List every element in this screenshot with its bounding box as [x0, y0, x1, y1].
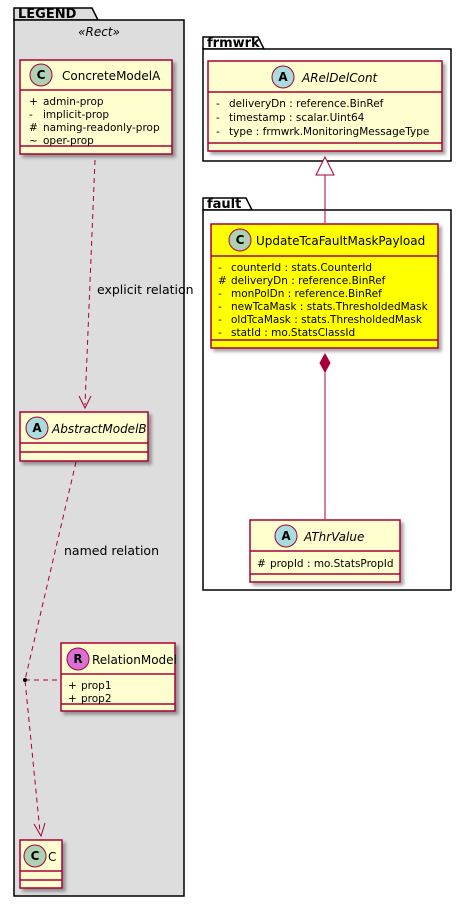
attr-vis: - — [218, 327, 222, 339]
class-relation-model: R RelationModel + prop1 + prop2 — [60, 642, 177, 712]
package-frmwrk-name: frmwrk — [207, 36, 260, 51]
attr-text: prop2 — [81, 693, 112, 705]
class-athr-value: A AThrValue # propId : mo.StatsPropId — [249, 519, 401, 583]
class-concrete-model-a-name: ConcreteModelA — [62, 69, 161, 83]
attr-vis: - — [218, 301, 222, 313]
package-legend-stereotype: «Rect» — [78, 25, 120, 39]
class-abstract-model-b: A AbstractModelB — [19, 411, 149, 462]
attr-text: prop1 — [81, 680, 112, 692]
attr-text: oldTcaMask : stats.ThresholdedMask — [231, 314, 423, 326]
class-arel-del-cont-badge-icon — [271, 65, 295, 89]
relation-named-label: named relation — [64, 543, 159, 558]
attr-text: admin-prop — [43, 96, 104, 108]
class-concrete-model-a-badge-icon — [29, 63, 53, 87]
attr-vis: - — [216, 112, 220, 124]
attr-vis: - — [218, 288, 222, 300]
class-athr-value-name: AThrValue — [303, 530, 364, 544]
attr-vis: - — [218, 262, 222, 274]
class-arel-del-cont: A ARelDelCont - deliveryDn : reference.B… — [207, 60, 443, 152]
attr-text: counterId : stats.CounterId — [231, 262, 372, 274]
attr-vis: # — [218, 275, 227, 287]
class-update-tca-fault-mask-payload-badge: C — [236, 233, 245, 247]
relation-named: named relation — [23, 461, 159, 838]
class-athr-value-badge-icon — [274, 524, 298, 548]
class-abstract-model-b-badge-icon — [25, 416, 49, 440]
attr-vis: + — [68, 680, 77, 692]
class-athr-value-badge: A — [281, 529, 291, 543]
class-c: C C — [19, 839, 63, 889]
class-c-name: C — [48, 850, 56, 864]
attr-text: naming-readonly-prop — [43, 122, 160, 134]
relation-explicit: explicit relation — [78, 159, 194, 410]
attr-vis: + — [68, 693, 77, 705]
attr-vis: + — [29, 96, 38, 108]
attr-text: deliveryDn : reference.BinRef — [229, 98, 384, 110]
attr-vis: # — [257, 558, 266, 570]
class-relation-model-badge-icon — [66, 647, 90, 671]
attr-text: deliveryDn : reference.BinRef — [231, 275, 386, 287]
class-concrete-model-a-badge: C — [37, 68, 46, 82]
class-update-tca-fault-mask-payload-badge-icon — [228, 228, 252, 252]
attr-vis: - — [216, 126, 220, 138]
class-relation-model-name: RelationModel — [92, 653, 177, 667]
attr-vis: - — [216, 98, 220, 110]
relation-composition — [319, 352, 331, 519]
class-abstract-model-b-badge: A — [32, 421, 42, 435]
attr-vis: ~ — [29, 135, 38, 147]
package-fault-name: fault — [207, 197, 241, 212]
relation-generalization — [315, 155, 335, 223]
attr-text: oper-prop — [43, 135, 94, 147]
class-update-tca-fault-mask-payload-name: UpdateTcaFaultMaskPayload — [256, 234, 425, 248]
attr-text: newTcaMask : stats.ThresholdedMask — [231, 301, 429, 313]
class-c-badge: C — [31, 849, 40, 863]
class-relation-model-badge: R — [73, 652, 82, 666]
attr-text: statId : mo.StatsClassId — [231, 327, 355, 339]
attr-text: monPolDn : reference.BinRef — [231, 288, 382, 300]
class-c-badge-icon — [23, 844, 47, 868]
class-update-tca-fault-mask-payload: C UpdateTcaFaultMaskPayload - counterId … — [210, 223, 439, 349]
class-concrete-model-a: C ConcreteModelA + admin-prop - implicit… — [19, 59, 173, 155]
attr-text: propId : mo.StatsPropId — [270, 558, 394, 570]
class-arel-del-cont-badge: A — [278, 70, 288, 84]
class-arel-del-cont-name: ARelDelCont — [301, 71, 379, 85]
attr-text: implicit-prop — [43, 109, 109, 121]
attr-vis: - — [29, 109, 33, 121]
attr-text: timestamp : scalar.Uint64 — [229, 112, 365, 124]
attr-text: type : frmwrk.MonitoringMessageType — [229, 126, 429, 138]
attr-vis: # — [29, 122, 38, 134]
attr-vis: - — [218, 314, 222, 326]
package-legend-name: LEGEND — [18, 7, 77, 22]
class-abstract-model-b-name: AbstractModelB — [51, 422, 147, 436]
relation-explicit-label: explicit relation — [97, 282, 194, 297]
